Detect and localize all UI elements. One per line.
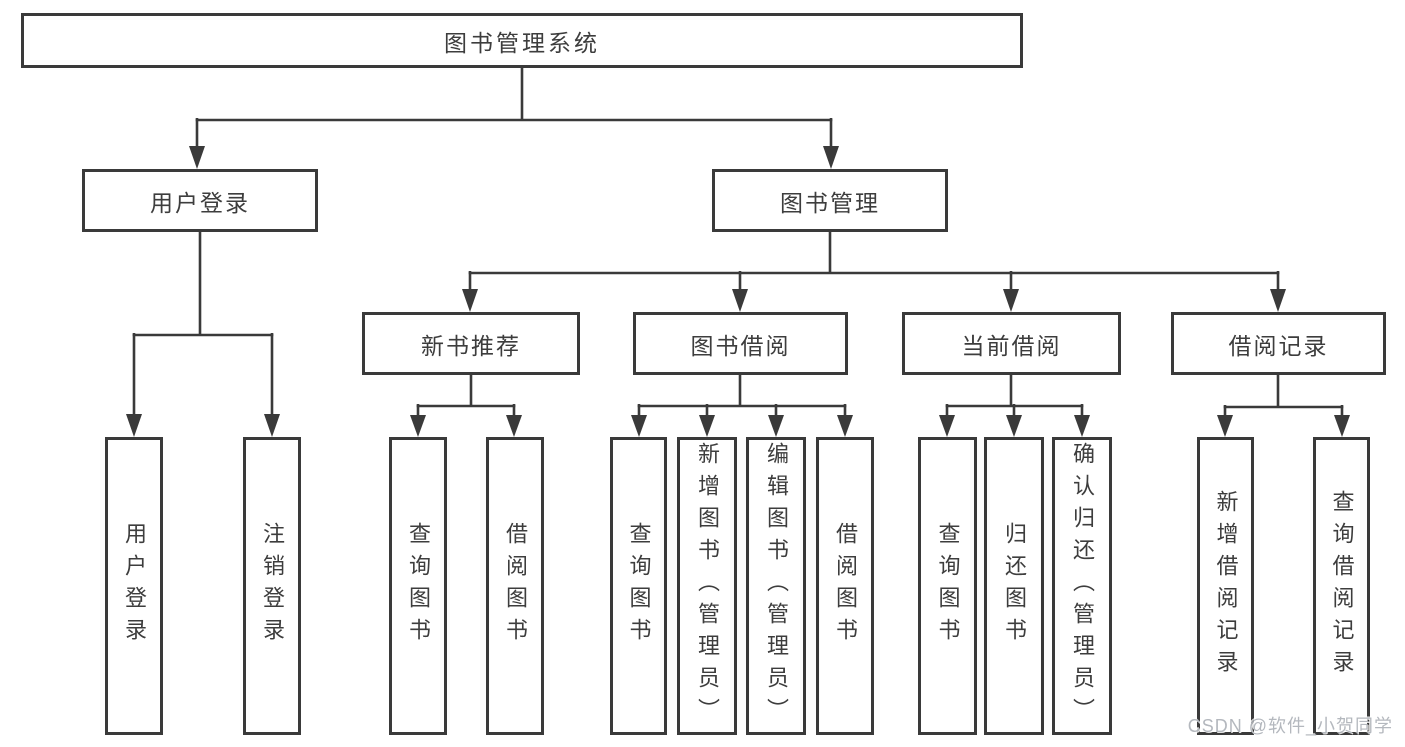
node-label: 图书管理系统 [444,29,600,56]
node-label: 图书管理 [780,189,880,216]
node-label: 用户登录 [122,522,147,650]
node-label: 查询借阅记录 [1329,490,1355,682]
node-current-borrowing: 当前借阅 [902,312,1121,375]
node-label: 注销登录 [260,522,285,650]
node-label: 借阅图书 [833,522,858,650]
node-book-management: 图书管理 [712,169,948,232]
node-borrow-books-recommend: 借阅图书 [486,437,544,735]
node-label: 新增图书（管理员） [695,442,720,730]
node-new-book-recommend: 新书推荐 [362,312,580,375]
node-book-borrowing: 图书借阅 [633,312,848,375]
node-add-book-admin: 新增图书（管理员） [677,437,737,735]
node-label: 新书推荐 [421,332,521,359]
node-query-books-current: 查询图书 [918,437,977,735]
node-borrowing-records: 借阅记录 [1171,312,1386,375]
node-label: 用户登录 [150,189,250,216]
node-borrow-books-leaf: 借阅图书 [816,437,874,735]
node-logout: 注销登录 [243,437,301,735]
connector-book-management-children [462,232,1286,312]
node-confirm-return-admin: 确认归还（管理员） [1052,437,1112,735]
node-label: 图书借阅 [690,332,791,359]
node-label: 归还图书 [1002,522,1027,650]
node-label: 确认归还（管理员） [1070,442,1095,730]
node-label: 查询图书 [626,522,652,650]
connector-root-to-level1 [189,68,839,169]
connector-book-borrowing-children [631,375,853,437]
connector-current-borrowing-children [939,375,1090,437]
node-label: 当前借阅 [961,332,1062,359]
node-label: 编辑图书（管理员） [764,442,789,730]
node-query-books-borrowing: 查询图书 [610,437,667,735]
connector-borrowing-records-children [1217,375,1350,437]
node-user-login-leaf: 用户登录 [105,437,163,735]
node-user-login: 用户登录 [82,169,318,232]
node-edit-book-admin: 编辑图书（管理员） [746,437,806,735]
node-label: 查询图书 [406,522,431,650]
node-label: 新增借阅记录 [1213,490,1239,682]
node-query-borrow-record: 查询借阅记录 [1313,437,1370,735]
node-library-management-system: 图书管理系统 [21,13,1023,68]
node-label: 查询图书 [935,522,961,650]
csdn-watermark: CSDN @软件_小贺同学 [1187,716,1393,736]
node-label: 借阅图书 [503,522,528,650]
node-add-borrow-record: 新增借阅记录 [1197,437,1254,735]
connector-new-book-recommend-children [410,375,522,437]
node-return-books: 归还图书 [984,437,1044,735]
node-label: 借阅记录 [1228,332,1329,359]
node-query-books-recommend: 查询图书 [389,437,447,735]
connector-user-login-children [126,232,280,437]
